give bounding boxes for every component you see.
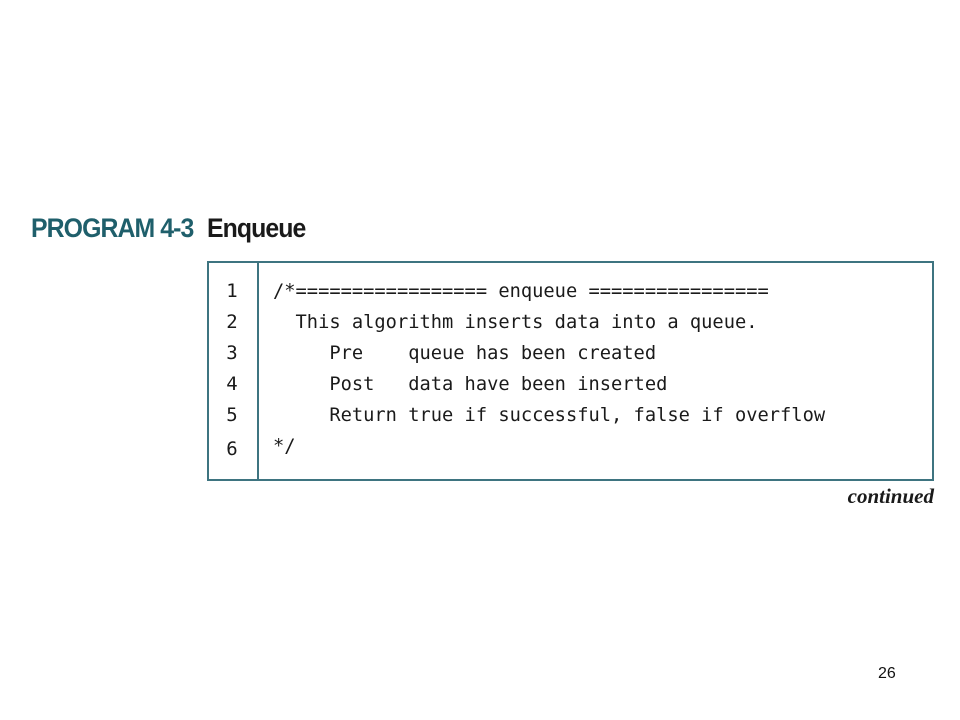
- slide-number: 26: [878, 665, 896, 682]
- continued-label: continued: [847, 484, 934, 508]
- code-line: Post data have been inserted: [273, 373, 668, 395]
- line-number: 2: [226, 311, 238, 333]
- program-label: PROGRAM 4-3: [31, 213, 194, 243]
- code-line: Return true if successful, false if over…: [273, 404, 826, 426]
- code-line: This algorithm inserts data into a queue…: [273, 311, 758, 333]
- code-listing: 1 2 3 4 5 6 /*================= enqueue …: [207, 261, 934, 481]
- line-number: 5: [226, 404, 238, 426]
- code-line: */: [273, 435, 296, 457]
- line-number: 3: [226, 342, 238, 364]
- code-line: Pre queue has been created: [273, 342, 657, 364]
- line-number: 1: [226, 280, 238, 302]
- program-title: Enqueue: [207, 213, 306, 243]
- line-number-gutter: 1 2 3 4 5 6: [209, 263, 259, 479]
- program-heading: PROGRAM 4-3 Enqueue: [31, 213, 306, 253]
- line-number: 4: [226, 373, 238, 395]
- line-number: 6: [226, 438, 238, 460]
- code-line: /*================= enqueue ============…: [273, 280, 769, 302]
